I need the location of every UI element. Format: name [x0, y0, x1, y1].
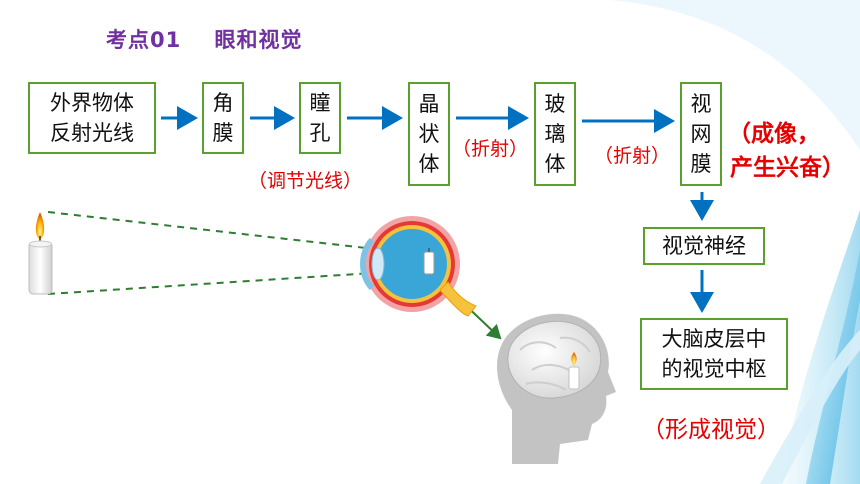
- vitreous-char-1: 玻: [544, 92, 566, 116]
- retina-box: 视 网 膜: [680, 82, 722, 186]
- visual-center-line-2: 的视觉中枢: [661, 357, 767, 381]
- retina-note-line-1: （成像，: [728, 121, 820, 147]
- ray-bottom: [47, 271, 389, 295]
- visual-center-box: 大脑皮层中 的视觉中枢: [640, 318, 788, 390]
- refraction-note-1: （折射）: [452, 138, 529, 160]
- retina-char-2: 网: [690, 122, 712, 146]
- lens-char-1: 晶: [418, 92, 440, 116]
- pupil-note: （调节光线）: [248, 170, 363, 192]
- pupil-box: 瞳 孔: [299, 82, 341, 154]
- cornea-box: 角 膜: [202, 82, 244, 154]
- pupil-char-1: 瞳: [309, 91, 331, 115]
- slide-title: 考点01 眼和视觉: [106, 28, 303, 52]
- candle-icon: [28, 212, 53, 295]
- external-light-box: 外界物体 反射光线: [28, 82, 156, 154]
- eye-cross-section-icon: [360, 216, 477, 317]
- cornea-char-2: 膜: [212, 121, 234, 145]
- lens-char-2: 状: [418, 122, 440, 146]
- vitreous-char-2: 璃: [544, 122, 566, 146]
- head-brain-icon: [497, 313, 616, 464]
- retina-char-3: 膜: [690, 152, 712, 176]
- refraction-note-2: （折射）: [594, 145, 671, 167]
- lens-box: 晶 状 体: [408, 82, 450, 186]
- visual-center-line-1: 大脑皮层中: [661, 327, 767, 351]
- cornea-char-1: 角: [212, 91, 234, 115]
- lens-char-3: 体: [418, 152, 440, 176]
- external-light-line-1: 外界物体: [50, 91, 134, 115]
- pupil-char-2: 孔: [309, 121, 331, 145]
- retina-char-1: 视: [690, 92, 712, 116]
- ray-top: [47, 211, 385, 251]
- vitreous-char-3: 体: [544, 152, 566, 176]
- vitreous-box: 玻 璃 体: [534, 82, 576, 186]
- vision-note: （形成视觉）: [642, 417, 780, 443]
- retina-note-line-2: 产生兴奋）: [730, 155, 845, 181]
- optic-nerve-label: 视觉神经: [662, 234, 746, 258]
- external-light-line-2: 反射光线: [50, 121, 134, 145]
- optic-nerve-box: 视觉神经: [643, 227, 765, 265]
